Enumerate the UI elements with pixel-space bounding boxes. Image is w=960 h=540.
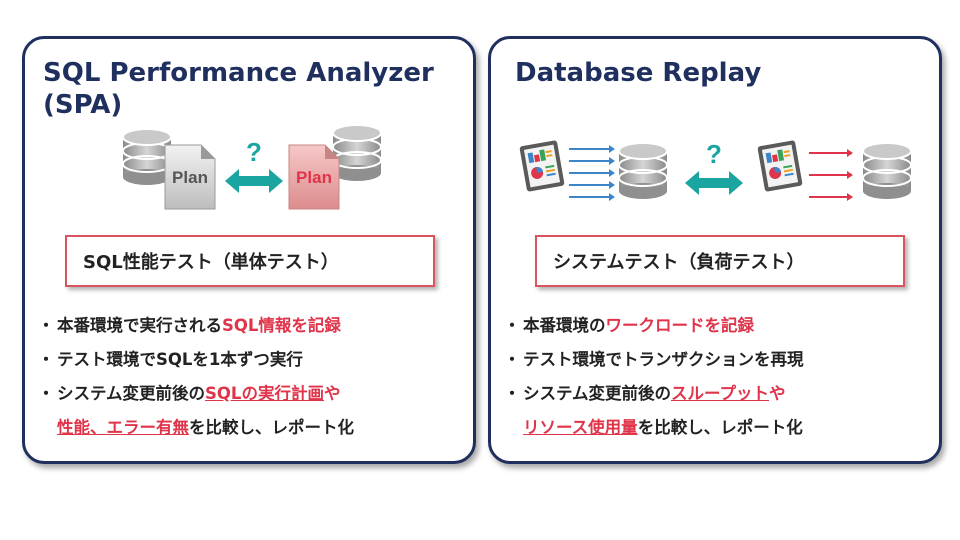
database-icon: [619, 143, 667, 199]
plan-document-icon: Plan: [164, 144, 216, 210]
list-item: ・システム変更前後のスループットや: [503, 384, 786, 403]
spa-title-line1: SQL Performance Analyzer: [43, 58, 434, 88]
plan-gray-label: Plan: [172, 168, 208, 187]
replay-arrows: [809, 149, 853, 201]
list-item: ・本番環境で実行されるSQL情報を記録: [37, 316, 341, 335]
dashboard-monitor-icon: [519, 140, 565, 192]
plan-red-label: Plan: [296, 168, 332, 187]
list-item: リソース使用量を比較し、レポート化: [523, 418, 803, 437]
list-item: 性能、エラー有無を比較し、レポート化: [57, 418, 354, 437]
list-item: ・テスト環境でSQLを1本ずつ実行: [37, 350, 303, 369]
database-icon: [333, 125, 381, 181]
dashboard-monitor-icon: [757, 140, 803, 192]
system-load-test-box: システムテスト（負荷テスト）: [535, 235, 905, 287]
replay-bullet-list: ・本番環境のワークロードを記録 ・テスト環境でトランザクションを再現 ・システム…: [501, 309, 804, 445]
double-arrow-icon: [225, 169, 283, 193]
spa-graphic: Plan ? Plan: [123, 125, 381, 210]
spa-panel: SQL Performance Analyzer (SPA) Plan ? Pl…: [22, 36, 476, 464]
spa-bullet-list: ・本番環境で実行されるSQL情報を記録 ・テスト環境でSQLを1本ずつ実行 ・シ…: [35, 309, 354, 445]
database-replay-title: Database Replay: [515, 58, 762, 88]
plan-document-icon-red: Plan: [288, 144, 340, 210]
replay-graphic: ?: [519, 139, 911, 201]
database-icon: [123, 129, 171, 185]
list-item: ・システム変更前後のSQLの実行計画や: [37, 384, 341, 403]
list-item: ・テスト環境でトランザクションを再現: [503, 350, 804, 369]
question-mark: ?: [246, 137, 262, 167]
spa-title: SQL Performance Analyzer (SPA): [43, 57, 434, 121]
database-icon: [863, 143, 911, 199]
database-replay-panel: Database Replay ? システムテスト（負荷テスト） ・本番環境のワ…: [488, 36, 942, 464]
double-arrow-icon: [685, 171, 743, 195]
list-item: ・本番環境のワークロードを記録: [503, 316, 754, 335]
question-mark: ?: [706, 139, 722, 169]
spa-title-line2: (SPA): [43, 90, 123, 120]
capture-arrows: [569, 145, 615, 201]
sql-performance-test-box: SQL性能テスト（単体テスト）: [65, 235, 435, 287]
